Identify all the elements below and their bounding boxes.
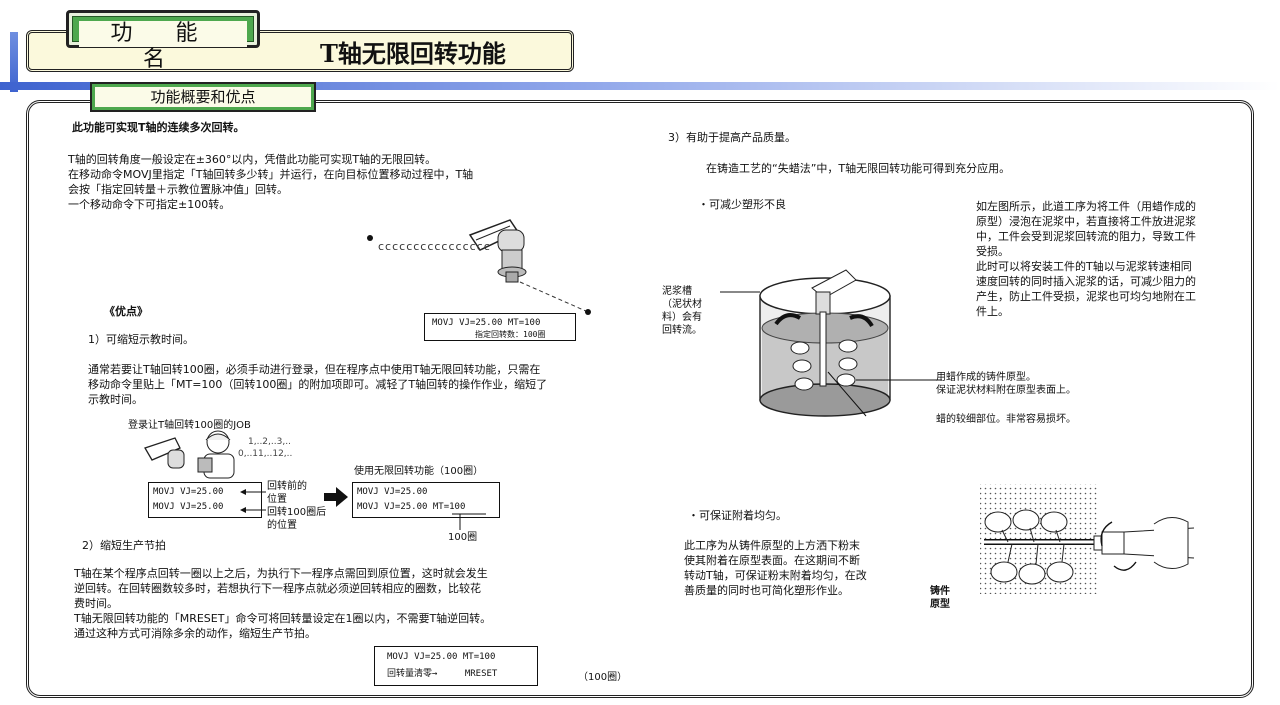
paragraph-line: 使其附着在原型表面。在这期间不断 <box>684 554 860 567</box>
paragraph-line: 如左图所示，此道工序为将工件（用蜡作成的 <box>976 200 1196 213</box>
wax-pattern-label: 用蜡作成的铸件原型。 保证泥状材料附在原型表面上。 <box>936 371 1076 397</box>
paragraph-line: 受损。 <box>976 245 1009 258</box>
slurry-tank-illustration <box>720 269 942 417</box>
label-line: 泥浆槽 <box>662 286 692 297</box>
paragraph-line: T轴在某个程序点回转一圈以上之后，为执行下一程序点需回到原位置，这时就会发生 <box>74 567 488 580</box>
count-line: 1,..2,..3,.. <box>248 437 291 447</box>
section-tab-label: 功能概要和优点 <box>95 87 311 107</box>
teaching-operator-illustration <box>144 430 235 479</box>
label-line: 原型 <box>930 599 950 610</box>
paragraph-line: 原型）浸泡在泥浆中，若直接将工件放进泥浆 <box>976 215 1196 228</box>
advantages-title: 《优点》 <box>104 305 148 318</box>
paragraph-line: 通常若要让T轴回转100圈，必须手动进行登录，但在程序点中使用T轴无限回转功能，… <box>88 363 541 376</box>
use-function-label: 使用无限回转功能（100圈） <box>354 466 484 477</box>
right-arrow-icon <box>324 487 348 507</box>
paragraph-line: 通过这种方式可消除多余的动作，缩短生产节拍。 <box>74 627 316 640</box>
annotation-line: 回转前的 <box>267 481 307 492</box>
count-line: 0,..11,..12,.. <box>238 449 293 459</box>
accent-bar-vertical <box>10 32 18 92</box>
paragraph-line: 转动T轴，可保证粉末附着均匀，在改 <box>684 569 867 582</box>
code-line: MOVJ VJ=25.00 MT=100 <box>387 652 496 662</box>
paragraph-line: 此工序为从铸件原型的上方洒下粉末 <box>684 539 860 552</box>
job-annotations: 回转前的 位置 回转100圈后 的位置 <box>267 480 326 532</box>
mreset-command: MRESET <box>464 669 498 679</box>
paragraph-line: 逆回转。在回转圈数较多时，若想执行下一程序点就必须逆回转相应的圈数，比较花 <box>74 582 481 595</box>
mreset-code-box: MOVJ VJ=25.00 MT=100 回转量清零→ MRESET <box>374 646 538 686</box>
slurry-tank-label: 泥浆槽 （泥状材 料）会有 回转流。 <box>662 285 702 337</box>
paragraph-line: 移动命令里贴上「MT=100（回转100圈」的附加项即可。减轻了T轴回转的操作作… <box>88 378 548 391</box>
label-line: 回转流。 <box>662 325 702 336</box>
code-line: MOVJ VJ=25.00 <box>153 502 224 512</box>
intro-line: 一个移动命令下可指定±100转。 <box>68 198 231 211</box>
label-line: 保证泥状材料附在原型表面上。 <box>936 385 1076 396</box>
annotation-line: 回转100圈后 <box>267 507 327 518</box>
paragraph-line: T轴无限回转功能的「MRESET」命令可将回转量设定在1圈以内，不需要T轴逆回转… <box>74 612 492 625</box>
use-caption: 100圈 <box>448 532 478 543</box>
intro-line: T轴的回转角度一般设定在±360°以内，凭借此功能可实现T轴的无限回转。 <box>68 153 437 166</box>
advantage-2-paragraph: T轴在某个程序点回转一圈以上之后，为执行下一程序点需回到原位置，这时就会发生 逆… <box>74 566 491 641</box>
code-line: MOVJ VJ=25.00 MT=100 <box>357 502 466 512</box>
code-line: MOVJ VJ=25.00 <box>153 487 224 497</box>
content-frame <box>26 100 1254 698</box>
powder-coating-illustration <box>980 484 1195 594</box>
annotation-arrows <box>240 489 266 513</box>
advantage-1-paragraph: 通常若要让T轴回转100圈，必须手动进行登录，但在程序点中使用T轴无限回转功能，… <box>88 362 547 407</box>
advantage-3-line: 在铸造工艺的“失蜡法”中，T轴无限回转功能可得到充分应用。 <box>706 162 1011 175</box>
advantage-3-title: 3）有助于提高产品质量。 <box>668 131 796 144</box>
robot-wrist-illustration: cccccccccccccccc <box>367 219 591 315</box>
code-line: MOVJ VJ=25.00 <box>357 487 428 497</box>
advantage-2-title: 2）缩短生产节拍 <box>82 539 166 552</box>
paragraph-line: 费时间。 <box>74 597 118 610</box>
label-line: （泥状材 <box>662 299 702 310</box>
intro-paragraph: T轴的回转角度一般设定在±360°以内，凭借此功能可实现T轴的无限回转。 在移动… <box>68 152 473 212</box>
function-name-tab: 功 能 名 <box>66 10 260 72</box>
section-tab: 功能概要和优点 <box>90 82 316 112</box>
paragraph-line: 善质量的同时也可简化塑形作业。 <box>684 584 849 597</box>
annotation-line: 的位置 <box>267 520 297 531</box>
paragraph-line: 产生，防止工件受损，泥浆也可均匀地附在工 <box>976 290 1196 303</box>
paragraph-line: 速度回转的同时插入泥浆的话，可减少阻力的 <box>976 275 1196 288</box>
label-line: 料）会有 <box>662 312 702 323</box>
accent-bar-horizontal <box>0 82 1280 90</box>
code-line: MOVJ VJ=25.00 MT=100 <box>432 318 541 328</box>
casting-pattern-label: 铸件 原型 <box>930 585 950 611</box>
label-line: 铸件 <box>930 586 950 597</box>
job-label: 登录让T轴回转100圈的JOB <box>128 420 251 431</box>
paragraph-line: 中，工件会受到泥浆回转流的阻力，导致工件 <box>976 230 1196 243</box>
use-code-box: MOVJ VJ=25.00 MOVJ VJ=25.00 MT=100 <box>352 482 500 518</box>
fragile-part-label: 蜡的较细部位。非常容易损坏。 <box>936 414 1076 425</box>
function-name-label: 功 能 名 <box>79 21 247 72</box>
reset-label: 回转量清零→ <box>387 669 438 679</box>
intro-line: 会按「指定回转量＋示教位置脉冲值」回转。 <box>68 183 288 196</box>
mreset-caption: （100圈） <box>578 672 628 683</box>
bullet-reduce-defects: ・可减少塑形不良 <box>698 198 786 211</box>
advantage-1-title: 1）可缩短示教时间。 <box>88 333 194 346</box>
reduce-defects-description: 如左图所示，此道工序为将工件（用蜡作成的 原型）浸泡在泥浆中，若直接将工件放进泥… <box>976 199 1196 319</box>
page-title: T轴无限回转功能 <box>320 39 506 68</box>
svg-text:cccccccccccccccc: cccccccccccccccc <box>378 240 491 253</box>
bullet-uniform-coating: ・可保证附着均匀。 <box>688 509 787 522</box>
mt-pointer-line <box>452 513 486 530</box>
paragraph-line: 示教时间。 <box>88 393 143 406</box>
job-code-box: MOVJ VJ=25.00 MOVJ VJ=25.00 <box>148 482 262 518</box>
intro-line: 在移动命令MOVJ里指定「T轴回转多少转」并运行，在向目标位置移动过程中，T轴 <box>68 168 474 181</box>
code-caption: 指定回转数：100圈 <box>475 330 546 339</box>
rotation-count-text: 1,..2,..3,.. 0,..11,..12,.. <box>238 436 292 460</box>
label-line: 用蜡作成的铸件原型。 <box>936 372 1036 383</box>
intro-heading: 此功能可实现T轴的连续多次回转。 <box>72 121 245 134</box>
uniform-coating-description: 此工序为从铸件原型的上方洒下粉末 使其附着在原型表面。在这期间不断 转动T轴，可… <box>684 538 867 598</box>
annotation-line: 位置 <box>267 494 287 505</box>
paragraph-line: 件上。 <box>976 305 1009 318</box>
mt-code-box: MOVJ VJ=25.00 MT=100 指定回转数：100圈 <box>424 313 576 341</box>
paragraph-line: 此时可以将安装工件的T轴以与泥浆转速相同 <box>976 260 1192 273</box>
